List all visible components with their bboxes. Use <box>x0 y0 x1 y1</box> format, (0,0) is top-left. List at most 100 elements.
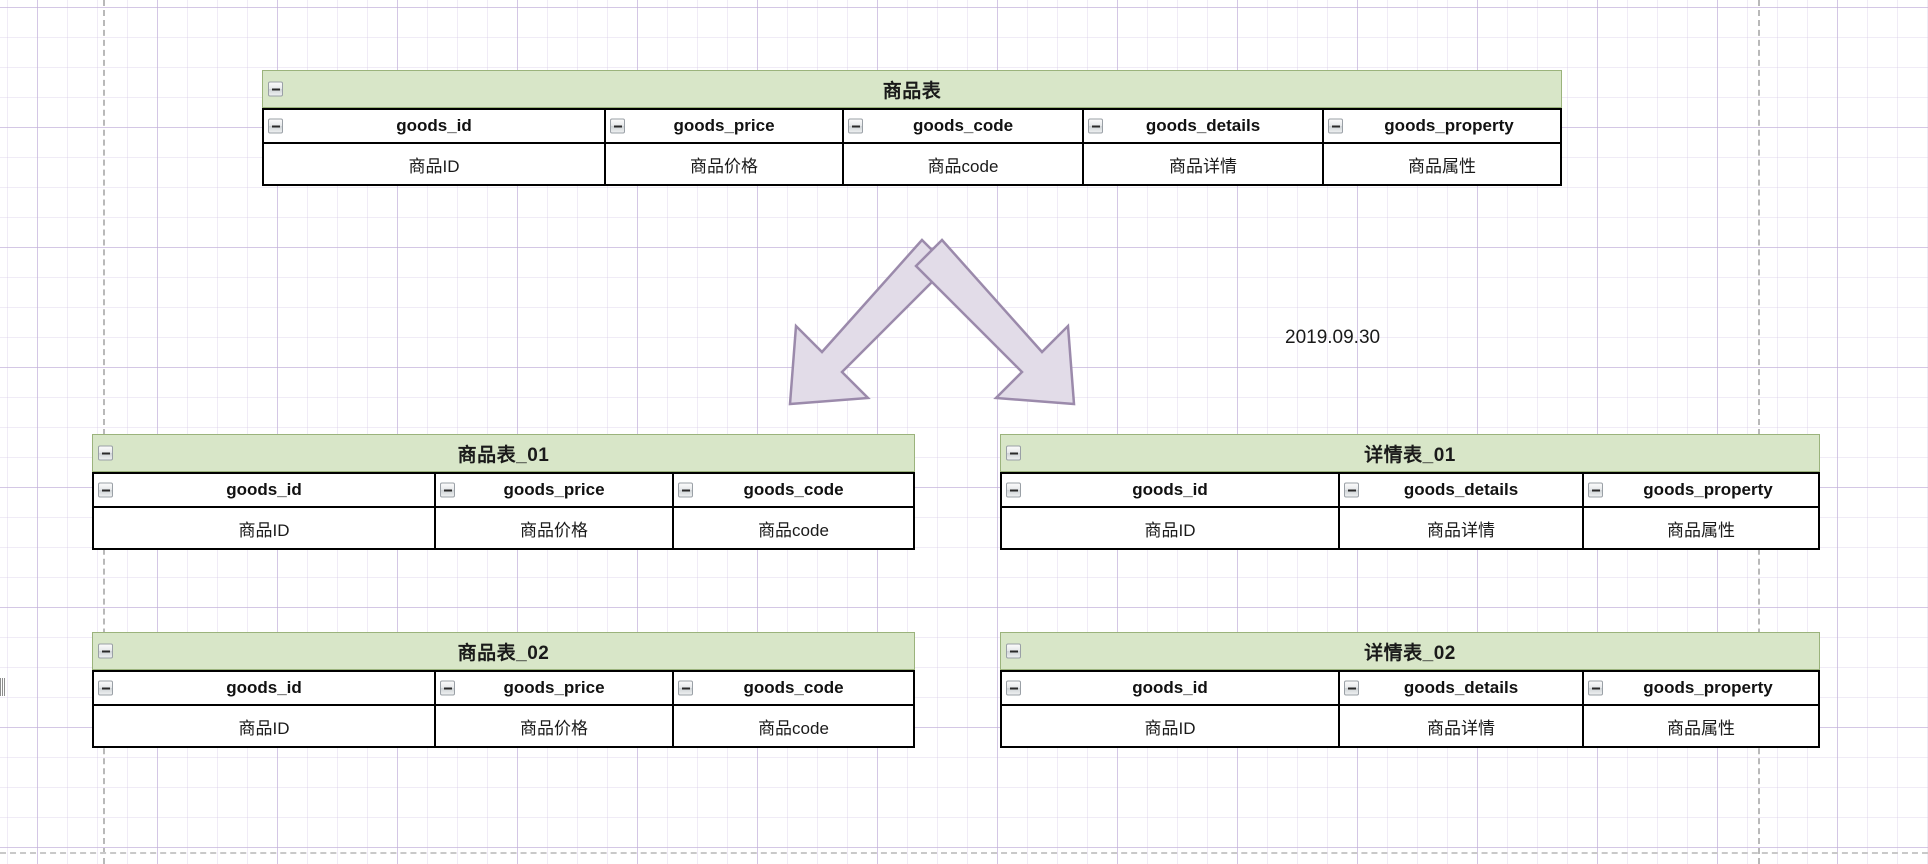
table-title-bar[interactable]: 商品表_01 <box>92 434 915 472</box>
column-header-cell[interactable]: goods_id <box>1002 672 1340 704</box>
column-header-cell[interactable]: goods_code <box>674 474 913 506</box>
collapse-minus-icon[interactable] <box>440 482 455 498</box>
column-header-cell[interactable]: goods_id <box>1002 474 1340 506</box>
entity-table-details-table-02: 详情表_02 goods_id goods_details goods_prop… <box>1000 632 1820 748</box>
entity-table-details-table-01: 详情表_01 goods_id goods_details goods_prop… <box>1000 434 1820 550</box>
column-header-cell[interactable]: goods_id <box>94 672 436 704</box>
arrow-right <box>914 238 1076 406</box>
column-name-label: goods_property <box>1384 116 1514 135</box>
collapse-minus-icon[interactable] <box>1588 680 1603 696</box>
collapse-minus-icon[interactable] <box>1588 482 1603 498</box>
arrow-left <box>788 238 950 406</box>
collapse-minus-icon[interactable] <box>848 118 863 134</box>
column-header-cell[interactable]: goods_id <box>94 474 436 506</box>
column-header-cell[interactable]: goods_details <box>1084 110 1324 142</box>
column-header-cell[interactable]: goods_property <box>1584 672 1818 704</box>
column-header-cell[interactable]: goods_code <box>844 110 1084 142</box>
column-desc-cell: 商品详情 <box>1084 144 1324 184</box>
column-header-cell[interactable]: goods_property <box>1324 110 1560 142</box>
column-name-label: goods_id <box>396 116 472 135</box>
column-header-cell[interactable]: goods_code <box>674 672 913 704</box>
table-title-bar[interactable]: 商品表 <box>262 70 1562 108</box>
column-desc-label: 商品ID <box>1144 718 1196 738</box>
column-name-label: goods_id <box>1132 480 1208 499</box>
column-name-label: goods_price <box>503 480 605 499</box>
collapse-minus-icon[interactable] <box>1006 482 1021 498</box>
column-desc-label: 商品属性 <box>1667 718 1735 738</box>
column-name-label: goods_id <box>1132 678 1208 697</box>
column-name-label: goods_id <box>226 480 302 499</box>
collapse-minus-icon[interactable] <box>440 680 455 696</box>
table-title-label: 商品表_02 <box>457 642 550 664</box>
table-description-row: 商品ID 商品价格 商品code 商品详情 商品属性 <box>262 144 1562 186</box>
collapse-minus-icon[interactable] <box>1006 643 1021 659</box>
table-description-row: 商品ID 商品价格 商品code <box>92 508 915 550</box>
column-name-label: goods_code <box>743 678 844 697</box>
table-title-bar[interactable]: 详情表_02 <box>1000 632 1820 670</box>
page-break-guide-left <box>103 0 105 864</box>
collapse-minus-icon[interactable] <box>1344 680 1359 696</box>
collapse-minus-icon[interactable] <box>1006 680 1021 696</box>
column-desc-cell: 商品code <box>674 706 913 746</box>
table-title-bar[interactable]: 详情表_01 <box>1000 434 1820 472</box>
collapse-minus-icon[interactable] <box>268 81 283 97</box>
page-break-guide-right <box>1758 0 1760 864</box>
column-desc-cell: 商品code <box>674 508 913 548</box>
entity-table-goods-table-02: 商品表_02 goods_id goods_price goods_code 商… <box>92 632 915 748</box>
column-desc-label: 商品ID <box>1144 520 1196 540</box>
column-header-cell[interactable]: goods_price <box>436 672 674 704</box>
column-desc-label: 商品code <box>758 520 829 540</box>
column-name-label: goods_price <box>503 678 605 697</box>
collapse-minus-icon[interactable] <box>678 482 693 498</box>
column-desc-cell: 商品ID <box>1002 706 1340 746</box>
column-desc-label: 商品价格 <box>520 718 588 738</box>
column-name-label: goods_id <box>226 678 302 697</box>
collapse-minus-icon[interactable] <box>610 118 625 134</box>
column-desc-label: 商品详情 <box>1427 718 1495 738</box>
column-header-cell[interactable]: goods_property <box>1584 474 1818 506</box>
column-name-label: goods_property <box>1643 678 1773 697</box>
table-description-row: 商品ID 商品详情 商品属性 <box>1000 706 1820 748</box>
column-desc-label: 商品属性 <box>1667 520 1735 540</box>
collapse-minus-icon[interactable] <box>678 680 693 696</box>
collapse-minus-icon[interactable] <box>1344 482 1359 498</box>
column-desc-cell: 商品属性 <box>1584 508 1818 548</box>
column-desc-cell: 商品价格 <box>606 144 844 184</box>
entity-table-goods-table: 商品表 goods_id goods_price goods_code good… <box>262 70 1562 186</box>
column-desc-cell: 商品ID <box>94 508 436 548</box>
column-desc-label: 商品ID <box>238 718 290 738</box>
table-title-label: 详情表_02 <box>1364 642 1456 664</box>
column-desc-cell: 商品价格 <box>436 706 674 746</box>
entity-table-goods-table-01: 商品表_01 goods_id goods_price goods_code 商… <box>92 434 915 550</box>
column-header-cell[interactable]: goods_details <box>1340 672 1584 704</box>
column-desc-cell: 商品价格 <box>436 508 674 548</box>
column-header-cell[interactable]: goods_price <box>436 474 674 506</box>
column-header-cell[interactable]: goods_price <box>606 110 844 142</box>
table-title-label: 商品表 <box>882 80 942 102</box>
column-desc-label: 商品详情 <box>1427 520 1495 540</box>
table-header-row: goods_id goods_price goods_code <box>92 472 915 508</box>
collapse-minus-icon[interactable] <box>1328 118 1343 134</box>
collapse-minus-icon[interactable] <box>1006 445 1021 461</box>
column-header-cell[interactable]: goods_details <box>1340 474 1584 506</box>
column-desc-cell: 商品属性 <box>1584 706 1818 746</box>
table-header-row: goods_id goods_details goods_property <box>1000 670 1820 706</box>
column-name-label: goods_details <box>1403 678 1519 697</box>
collapse-minus-icon[interactable] <box>98 643 113 659</box>
table-title-bar[interactable]: 商品表_02 <box>92 632 915 670</box>
column-header-cell[interactable]: goods_id <box>264 110 606 142</box>
column-desc-label: 商品ID <box>238 520 290 540</box>
column-desc-label: 商品价格 <box>520 520 588 540</box>
column-desc-label: 商品code <box>927 156 999 176</box>
scroll-handle-artifact[interactable] <box>0 678 6 696</box>
collapse-minus-icon[interactable] <box>98 482 113 498</box>
collapse-minus-icon[interactable] <box>98 445 113 461</box>
collapse-minus-icon[interactable] <box>98 680 113 696</box>
column-desc-label: 商品详情 <box>1169 156 1237 176</box>
column-name-label: goods_code <box>743 480 844 499</box>
table-description-row: 商品ID 商品详情 商品属性 <box>1000 508 1820 550</box>
collapse-minus-icon[interactable] <box>1088 118 1103 134</box>
table-header-row: goods_id goods_details goods_property <box>1000 472 1820 508</box>
collapse-minus-icon[interactable] <box>268 118 283 134</box>
